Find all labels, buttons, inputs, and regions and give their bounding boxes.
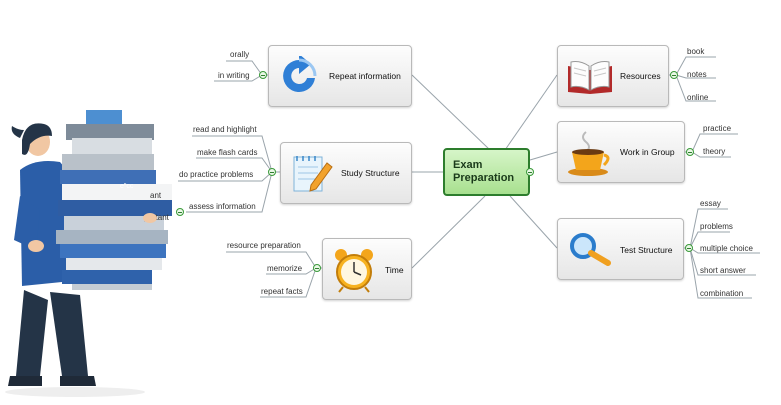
leaf-problems[interactable]: problems	[700, 222, 733, 231]
alarm-clock-icon	[335, 249, 373, 293]
leaf-resource-preparation[interactable]: resource preparation	[227, 241, 301, 250]
topic-repeat-information[interactable]: Repeat information	[268, 45, 412, 107]
leaf-do-practice-problems[interactable]: do practice problems	[179, 170, 254, 179]
central-topic[interactable]: Exam Preparation	[443, 148, 530, 196]
person-carrying-books-illustration: e"cc ant portant	[5, 110, 172, 397]
topic-label: Test Structure	[620, 245, 673, 255]
leaf-combination[interactable]: combination	[700, 289, 744, 298]
leaf-make-flash-cards[interactable]: make flash cards	[197, 148, 258, 157]
central-collapse-toggle[interactable]	[526, 168, 534, 176]
topic-resources[interactable]: Resources	[557, 45, 669, 107]
leaf-read-and-highlight[interactable]: read and highlight	[193, 125, 257, 134]
time-collapse-toggle[interactable]	[313, 264, 321, 272]
leaf-short-answer[interactable]: short answer	[700, 266, 746, 275]
group-collapse-toggle[interactable]	[686, 148, 694, 156]
leaf-book[interactable]: book	[687, 47, 705, 56]
study-collapse-toggle[interactable]	[268, 168, 276, 176]
leaf-orally[interactable]: orally	[230, 50, 250, 59]
open-book-icon	[568, 61, 612, 94]
leaf-online[interactable]: online	[687, 93, 709, 102]
book-spine-text-2: ant	[150, 191, 162, 200]
leaf-assess-information[interactable]: assess information	[189, 202, 256, 211]
topic-test-structure[interactable]: Test Structure	[557, 218, 684, 280]
resources-collapse-toggle[interactable]	[670, 71, 678, 79]
test-collapse-toggle[interactable]	[685, 244, 693, 252]
central-topic-line1: Exam	[453, 159, 483, 171]
leaf-repeat-facts[interactable]: repeat facts	[261, 287, 303, 296]
topic-label: Time	[385, 265, 404, 275]
topic-label: Resources	[620, 71, 661, 81]
leaf-practice[interactable]: practice	[703, 124, 732, 133]
leaf-essay[interactable]: essay	[700, 199, 721, 208]
topic-work-in-group[interactable]: Work in Group	[557, 121, 685, 183]
topic-time[interactable]: Time	[322, 238, 412, 300]
repeat-collapse-toggle[interactable]	[259, 71, 267, 79]
topic-label: Repeat information	[329, 71, 401, 81]
notepad-pencil-icon	[293, 156, 333, 192]
topic-label: Work in Group	[620, 147, 675, 157]
magnifier-icon	[570, 233, 611, 266]
coffee-cup-icon	[568, 131, 610, 176]
topic-label: Study Structure	[341, 168, 400, 178]
central-topic-line2: Preparation	[453, 172, 515, 184]
leaf-notes[interactable]: notes	[687, 70, 707, 79]
assess-collapse-toggle[interactable]	[176, 208, 184, 216]
topic-study-structure[interactable]: Study Structure	[280, 142, 412, 204]
book-spine-text-1: e"cc	[120, 183, 134, 190]
leaf-memorize[interactable]: memorize	[267, 264, 303, 273]
leaf-multiple-choice[interactable]: multiple choice	[700, 244, 753, 253]
repeat-arrow-icon	[283, 56, 317, 92]
leaf-in-writing[interactable]: in writing	[218, 71, 250, 80]
leaf-theory[interactable]: theory	[703, 147, 726, 156]
